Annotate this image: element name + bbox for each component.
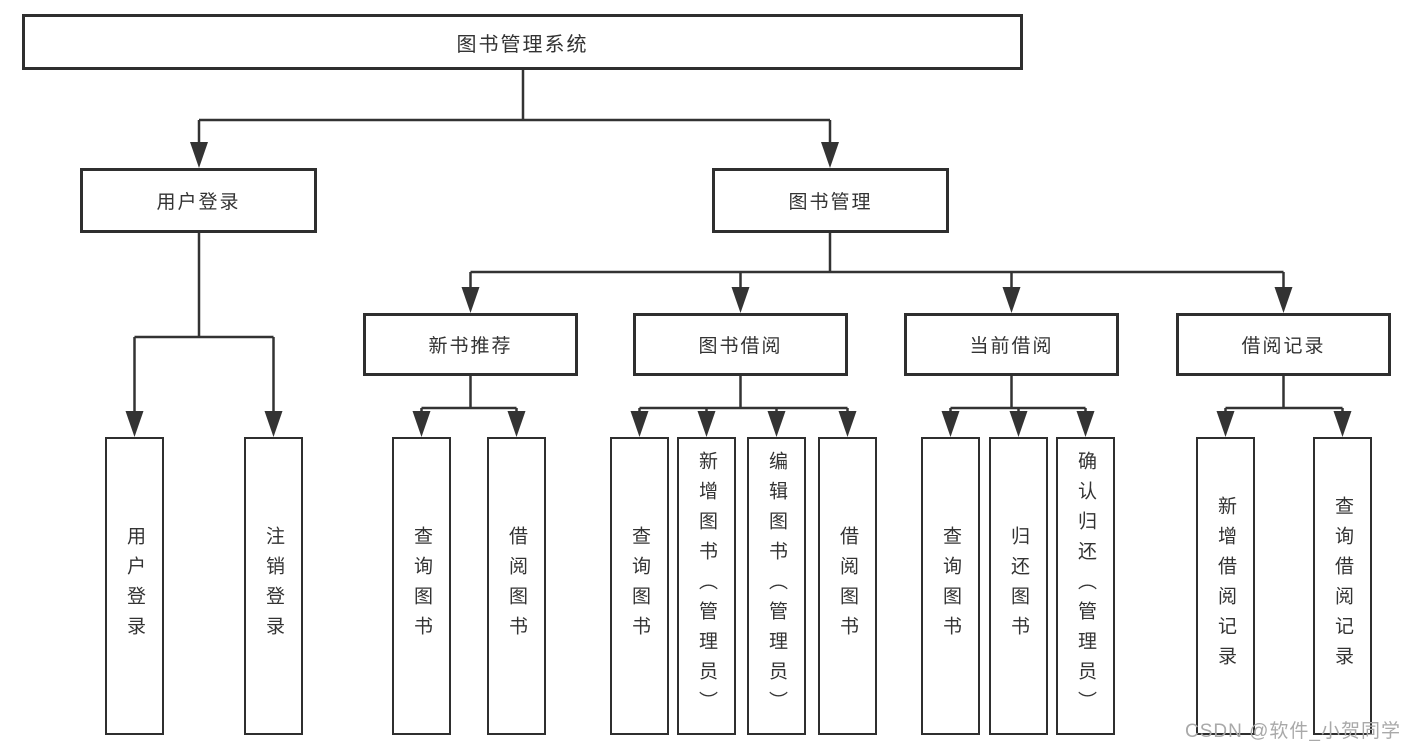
arrowheads-new-book-recommendation-to-leaves <box>412 411 526 437</box>
leaf-query-books-recommend: 查询图书 <box>392 437 451 735</box>
node-label: 查询借阅记录 <box>1332 496 1353 676</box>
leaf-user-login: 用户登录 <box>105 437 164 735</box>
leaf-add-borrow-record: 新增借阅记录 <box>1196 437 1255 735</box>
connector-borrowing-records-to-leaves <box>1224 375 1344 413</box>
arrowheads-borrowing-records-to-leaves <box>1216 411 1352 437</box>
leaf-logout: 注销登录 <box>244 437 303 735</box>
arrowheads-book-borrowing-to-leaves <box>630 411 857 437</box>
node-label: 借阅图书 <box>837 526 858 646</box>
node-label: 用户登录 <box>156 192 241 213</box>
connector-new-book-recommendation-to-leaves <box>420 375 518 413</box>
node-new-book-recommendation: 新书推荐 <box>363 313 578 376</box>
node-label: 查询图书 <box>629 526 650 646</box>
leaf-query-borrow-record: 查询借阅记录 <box>1313 437 1372 735</box>
leaf-edit-book-admin: 编辑图书（管理员） <box>747 437 806 735</box>
node-label: 用户登录 <box>124 526 145 646</box>
node-book-management: 图书管理 <box>712 168 949 233</box>
node-user-login: 用户登录 <box>80 168 317 233</box>
node-label: 新增图书（管理员） <box>696 451 717 721</box>
node-label: 查询图书 <box>940 526 961 646</box>
connector-user-login-to-leaves <box>133 232 275 413</box>
leaf-query-books-borrowing: 查询图书 <box>610 437 669 735</box>
node-borrowing-records: 借阅记录 <box>1176 313 1391 376</box>
connector-root-to-level2 <box>197 69 832 144</box>
node-book-borrowing: 图书借阅 <box>633 313 848 376</box>
leaf-return-books: 归还图书 <box>989 437 1048 735</box>
arrowheads-book-management-to-level3 <box>461 287 1293 313</box>
node-label: 编辑图书（管理员） <box>766 451 787 721</box>
node-library-management-system: 图书管理系统 <box>22 14 1023 70</box>
connector-current-borrowing-to-leaves <box>949 375 1087 413</box>
leaf-confirm-return-admin: 确认归还（管理员） <box>1056 437 1115 735</box>
node-label: 新增借阅记录 <box>1215 496 1236 676</box>
node-current-borrowing: 当前借阅 <box>904 313 1119 376</box>
leaf-borrow-books-recommend: 借阅图书 <box>487 437 546 735</box>
node-label: 图书借阅 <box>698 336 783 357</box>
node-label: 借阅图书 <box>506 526 527 646</box>
watermark: CSDN @软件_小贺同学 <box>1185 721 1401 742</box>
node-label: 借阅记录 <box>1241 336 1326 357</box>
node-label: 当前借阅 <box>969 336 1054 357</box>
node-label: 查询图书 <box>411 526 432 646</box>
arrowheads-user-login-to-leaves <box>125 411 283 437</box>
leaf-add-book-admin: 新增图书（管理员） <box>677 437 736 735</box>
connector-book-management-to-level3 <box>469 232 1285 289</box>
arrowheads-current-borrowing-to-leaves <box>941 411 1095 437</box>
node-label: 新书推荐 <box>428 336 513 357</box>
arrowheads-root-to-level2 <box>190 142 839 168</box>
node-label: 注销登录 <box>263 526 284 646</box>
node-label: 图书管理 <box>788 192 873 213</box>
node-label: 图书管理系统 <box>456 33 589 56</box>
node-label: 归还图书 <box>1008 526 1029 646</box>
leaf-borrow-books: 借阅图书 <box>818 437 877 735</box>
node-label: 确认归还（管理员） <box>1075 451 1096 721</box>
leaf-query-books-current: 查询图书 <box>921 437 980 735</box>
connector-book-borrowing-to-leaves <box>638 375 849 413</box>
